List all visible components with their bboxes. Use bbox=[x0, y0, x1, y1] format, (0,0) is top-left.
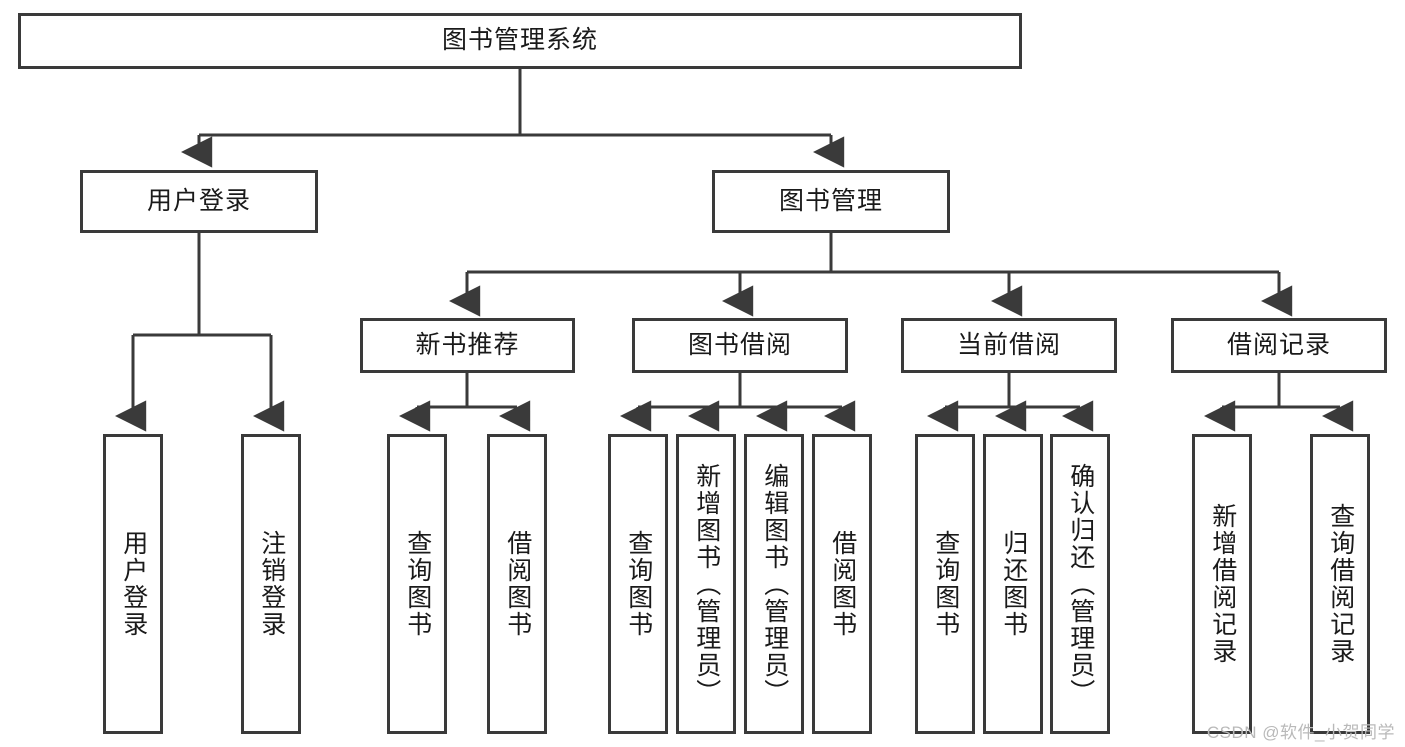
node-leaf-query-book-3[interactable]: 查询图书 bbox=[915, 434, 975, 734]
node-user-login-label: 用户登录 bbox=[146, 186, 251, 215]
node-user-login[interactable]: 用户登录 bbox=[80, 170, 318, 233]
node-leaf-logout-label: 注销登录 bbox=[257, 530, 286, 638]
node-leaf-query-book-1[interactable]: 查询图书 bbox=[387, 434, 447, 734]
node-leaf-borrow-book-1-label: 借阅图书 bbox=[503, 530, 532, 638]
csdn-watermark: CSDN @软件_小贺同学 bbox=[1206, 723, 1395, 742]
node-leaf-edit-book[interactable]: 编辑图书（管理员） bbox=[744, 434, 804, 734]
node-leaf-add-record-label: 新增借阅记录 bbox=[1208, 503, 1237, 665]
node-leaf-user-login[interactable]: 用户登录 bbox=[103, 434, 163, 734]
node-current-borrow-label: 当前借阅 bbox=[956, 330, 1061, 359]
node-new-book-recommend[interactable]: 新书推荐 bbox=[360, 318, 575, 373]
node-leaf-confirm-return[interactable]: 确认归还（管理员） bbox=[1050, 434, 1110, 734]
node-leaf-return-book-label: 归还图书 bbox=[999, 530, 1028, 638]
node-book-manage-label: 图书管理 bbox=[778, 186, 883, 215]
node-root-system-label: 图书管理系统 bbox=[441, 26, 598, 55]
node-leaf-borrow-book-2[interactable]: 借阅图书 bbox=[812, 434, 872, 734]
node-leaf-borrow-book-2-label: 借阅图书 bbox=[828, 530, 857, 638]
node-borrow-record[interactable]: 借阅记录 bbox=[1171, 318, 1387, 373]
node-borrow-record-label: 借阅记录 bbox=[1226, 330, 1331, 359]
node-leaf-edit-book-label: 编辑图书（管理员） bbox=[760, 462, 789, 706]
node-leaf-add-book[interactable]: 新增图书（管理员） bbox=[676, 434, 736, 734]
node-leaf-query-record-label: 查询借阅记录 bbox=[1326, 503, 1355, 665]
node-leaf-add-book-label: 新增图书（管理员） bbox=[692, 462, 721, 706]
node-root-system[interactable]: 图书管理系统 bbox=[18, 13, 1022, 69]
node-new-book-recommend-label: 新书推荐 bbox=[415, 330, 520, 359]
node-book-borrow-label: 图书借阅 bbox=[687, 330, 792, 359]
node-leaf-borrow-book-1[interactable]: 借阅图书 bbox=[487, 434, 547, 734]
node-leaf-add-record[interactable]: 新增借阅记录 bbox=[1192, 434, 1252, 734]
node-leaf-query-book-3-label: 查询图书 bbox=[931, 530, 960, 638]
node-current-borrow[interactable]: 当前借阅 bbox=[901, 318, 1117, 373]
node-leaf-confirm-return-label: 确认归还（管理员） bbox=[1066, 462, 1095, 706]
node-leaf-query-book-2-label: 查询图书 bbox=[624, 530, 653, 638]
node-book-manage[interactable]: 图书管理 bbox=[712, 170, 950, 233]
node-leaf-query-book-1-label: 查询图书 bbox=[403, 530, 432, 638]
node-leaf-query-book-2[interactable]: 查询图书 bbox=[608, 434, 668, 734]
node-book-borrow[interactable]: 图书借阅 bbox=[632, 318, 848, 373]
node-leaf-query-record[interactable]: 查询借阅记录 bbox=[1310, 434, 1370, 734]
node-leaf-return-book[interactable]: 归还图书 bbox=[983, 434, 1043, 734]
node-leaf-logout[interactable]: 注销登录 bbox=[241, 434, 301, 734]
node-leaf-user-login-label: 用户登录 bbox=[119, 530, 148, 638]
